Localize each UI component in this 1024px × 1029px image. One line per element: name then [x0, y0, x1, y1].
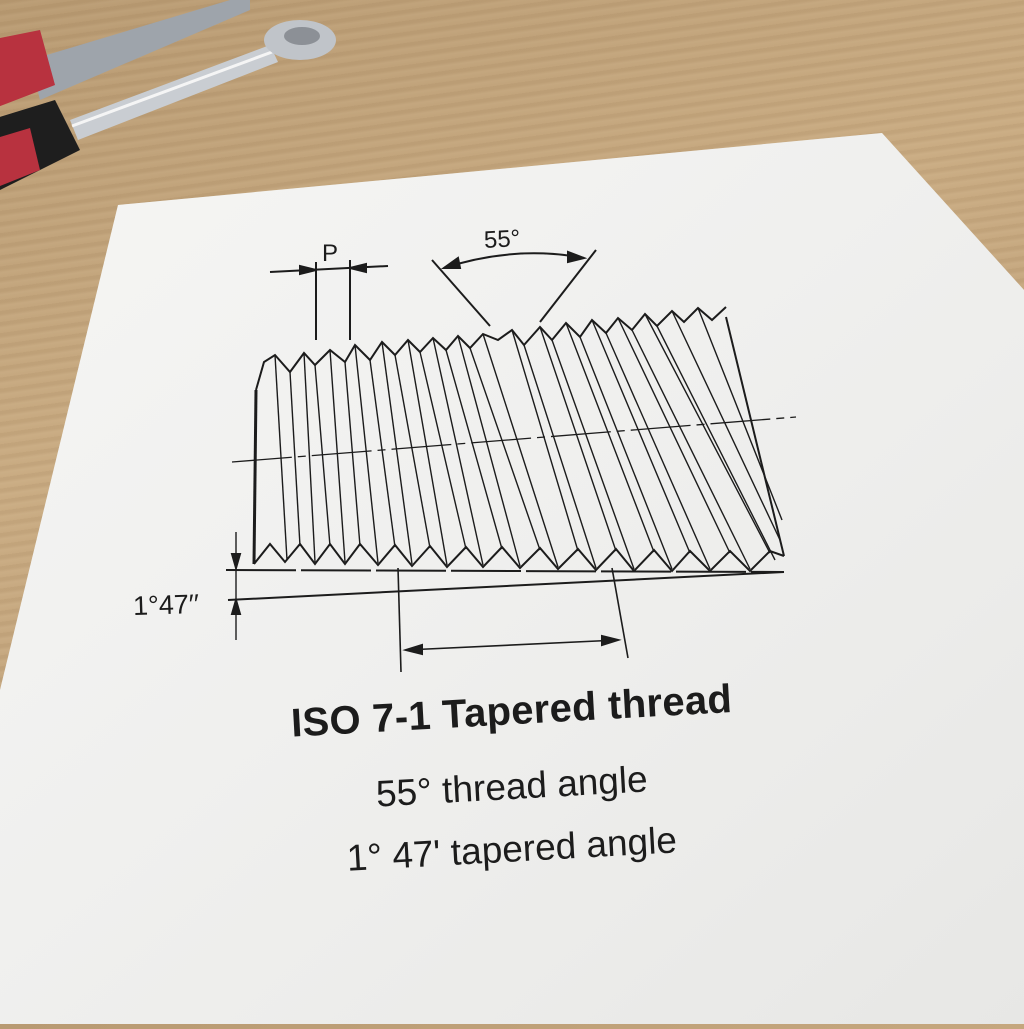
wrench-icon	[0, 20, 336, 190]
taper-angle-label: 1°47′′	[132, 588, 200, 622]
thread-diagram	[225, 249, 797, 673]
pitch-label: P	[322, 240, 339, 267]
thread-angle-label: 55°	[483, 225, 521, 254]
screwdriver-icon	[0, 0, 250, 107]
